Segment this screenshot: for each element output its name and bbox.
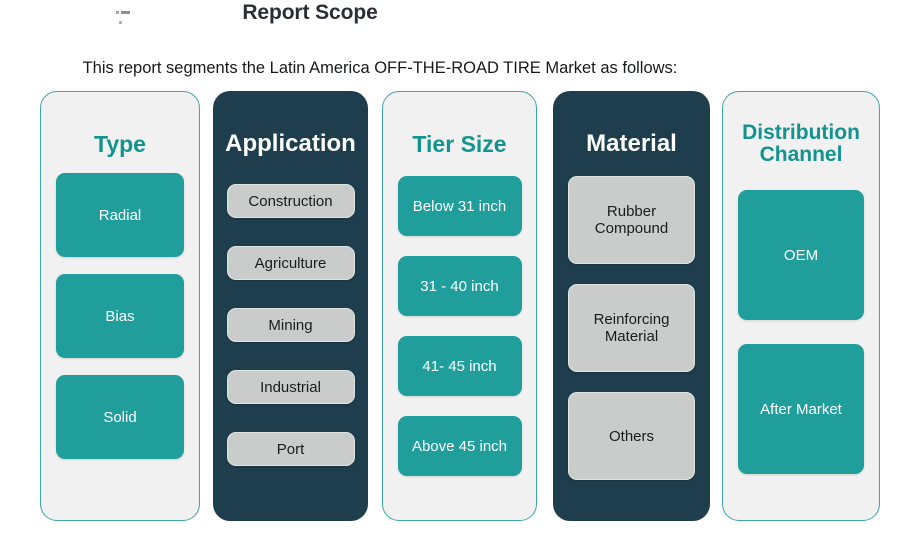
segment-item-construction[interactable]: Construction xyxy=(226,184,355,219)
logo-mark-icon xyxy=(112,6,134,26)
logo-dot-lower-icon xyxy=(119,21,122,24)
segment-item-rubber-compound[interactable]: Rubber Compound xyxy=(568,176,695,265)
segment-card-type: Type Radial Bias Solid xyxy=(40,91,200,521)
segment-card-material: Material Rubber Compound Reinforcing Mat… xyxy=(553,91,710,521)
segment-item-oem[interactable]: OEM xyxy=(738,190,864,321)
segment-item-below-31-inch[interactable]: Below 31 inch xyxy=(397,176,522,237)
segment-item-solid[interactable]: Solid xyxy=(56,375,184,460)
segment-item-after-market[interactable]: After Market xyxy=(738,344,864,475)
logo-dot-upper-icon xyxy=(116,11,119,14)
segment-item-mining[interactable]: Mining xyxy=(226,308,355,343)
segment-title-application: Application xyxy=(225,130,356,157)
segment-item-31-40-inch[interactable]: 31 - 40 inch xyxy=(397,256,522,317)
segment-card-tier-size: Tier Size Below 31 inch 31 - 40 inch 41-… xyxy=(382,91,537,521)
segment-item-reinforcing-material[interactable]: Reinforcing Material xyxy=(568,284,695,373)
segment-item-industrial[interactable]: Industrial xyxy=(226,370,355,405)
page-title: Report Scope xyxy=(242,1,378,24)
segment-title-tier-size: Tier Size xyxy=(412,131,507,157)
segment-item-above-45-inch[interactable]: Above 45 inch xyxy=(397,416,522,477)
segment-item-others[interactable]: Others xyxy=(568,392,695,481)
segment-item-port[interactable]: Port xyxy=(226,432,355,467)
segment-card-application: Application Construction Agriculture Min… xyxy=(213,91,368,521)
segment-title-type: Type xyxy=(94,131,146,157)
segment-card-distribution-channel: Distribution Channel OEM After Market xyxy=(722,91,880,521)
segment-item-agriculture[interactable]: Agriculture xyxy=(226,246,355,281)
segment-title-material: Material xyxy=(586,130,677,157)
segment-columns: Type Radial Bias Solid Application Const… xyxy=(0,91,901,523)
segment-item-bias[interactable]: Bias xyxy=(56,274,184,359)
report-subtitle: This report segments the Latin America O… xyxy=(82,59,678,77)
segment-title-distribution-channel: Distribution Channel xyxy=(742,121,860,167)
logo-dash-icon xyxy=(121,11,130,14)
segment-item-radial[interactable]: Radial xyxy=(56,173,184,258)
segment-item-41-45-inch[interactable]: 41- 45 inch xyxy=(397,336,522,397)
